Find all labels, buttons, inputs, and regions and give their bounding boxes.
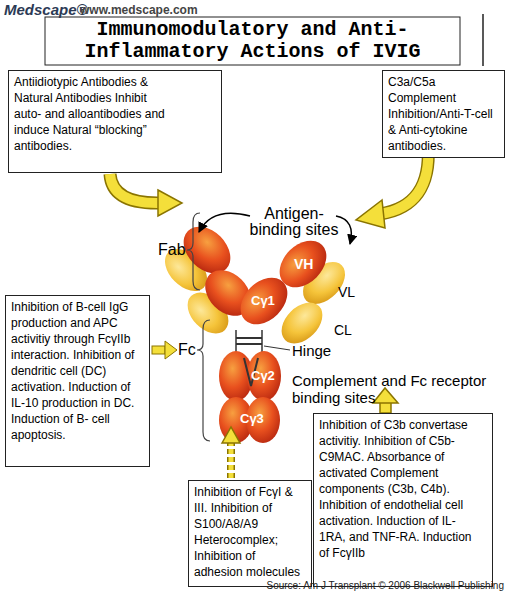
callout-box: Inhibition of B-cell IgG production and … (5, 295, 150, 467)
region-label: Hinge (292, 342, 331, 359)
fab-brace (187, 213, 200, 290)
callout-text: Antiidiotypic Antibodies & Natural Antib… (14, 74, 171, 154)
yellow-arrow (356, 146, 428, 228)
region-label: Complement and Fc receptor binding sites (292, 372, 497, 406)
arrow-head (356, 200, 385, 228)
title-rule (482, 14, 484, 66)
arrow-shaft (229, 442, 234, 478)
callout-text: Inhibition of B-cell IgG production and … (11, 299, 141, 443)
logo-text: Medscape® (4, 1, 88, 18)
region-label: Fab (158, 241, 186, 259)
yellow-arrow (152, 341, 177, 359)
hinge-strand (235, 330, 237, 352)
heavy-chain-domain (231, 268, 296, 333)
arrow-head (165, 341, 177, 359)
callout-text: Inhibition of FcγI & III. Inhibition of … (194, 484, 303, 580)
domain-label: Cγ2 (251, 368, 275, 383)
hinge-bonds (236, 330, 290, 352)
domain-label: VL (338, 284, 355, 300)
yellow-arrow (222, 427, 240, 478)
fc-region (219, 351, 281, 443)
pointer-arrow (199, 213, 250, 232)
callout-text: Inhibition of C3b convertase activitiy. … (319, 417, 474, 561)
domain-label: Cγ1 (251, 293, 275, 308)
disulfide-bond (236, 337, 262, 339)
title-frame (45, 17, 460, 65)
domain-label: CL (334, 322, 352, 338)
callout-text: C3a/C5a Complement Inhibition/Anti-T-cel… (388, 74, 500, 154)
arrow-shaft (110, 174, 160, 203)
domain-label: VH (294, 256, 313, 272)
arrow-head (222, 427, 240, 443)
domain-label: Cγ3 (240, 411, 264, 426)
yellow-arrow (373, 388, 398, 413)
url-text: www.medscape.com (80, 3, 198, 17)
left-fab-arm (157, 217, 260, 341)
diagram-title: Immunomodulatory and Anti- Inflammatory … (60, 19, 445, 63)
arrow-head (158, 190, 182, 216)
callout-box: Inhibition of C3b convertase activitiy. … (313, 413, 493, 587)
callout-box: Inhibition of FcγI & III. Inhibition of … (188, 480, 312, 587)
callout-box: Antiidiotypic Antibodies & Natural Antib… (8, 70, 222, 173)
source-caption: Source: Am J Transplant © 2006 Blackwell… (267, 580, 505, 591)
arrow-head (373, 388, 398, 403)
callout-box: C3a/C5a Complement Inhibition/Anti-T-cel… (382, 70, 505, 158)
leader-line (264, 346, 290, 350)
region-label: Fc (178, 341, 196, 359)
arrow-outline (227, 442, 235, 478)
heavy-chain-domain (247, 351, 281, 401)
arrow-shaft (152, 346, 165, 354)
fc-brace (197, 320, 210, 441)
region-label: Antigen- binding sites (246, 206, 342, 238)
arrow-outline (110, 174, 160, 203)
yellow-arrow (110, 174, 182, 216)
hinge-strand (261, 330, 263, 352)
right-fab-arm (231, 231, 353, 351)
disulfide-bond (236, 343, 262, 345)
